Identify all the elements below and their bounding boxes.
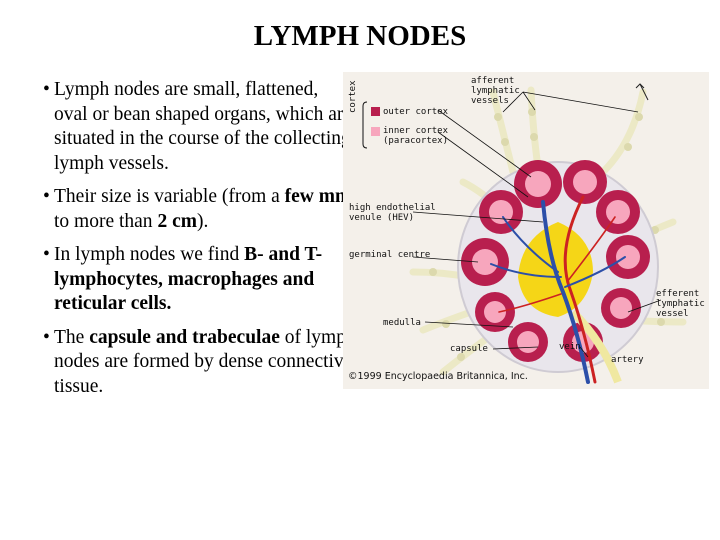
blood-vessels xyxy=(490,195,626,384)
bullet-bold-text: few mm xyxy=(284,186,352,207)
inner-cortex-label: inner cortex (paracortex) xyxy=(383,126,449,146)
bullet-text: ). xyxy=(196,210,209,232)
vessel-valves xyxy=(429,108,665,361)
bullet-item: •The capsule and trabeculae of lymph nod… xyxy=(43,326,356,400)
germinal-centre-label: germinal centre xyxy=(349,250,431,260)
bullet-text: In lymph nodes we find xyxy=(54,244,245,265)
afferent-vessels-label: afferent lymphatic vessels xyxy=(471,76,520,106)
bullet-bold-text: capsule and trabeculae xyxy=(89,326,280,348)
medulla-label: medulla xyxy=(383,318,421,328)
bullet-text: to more than xyxy=(54,210,158,232)
outer-cortex-label: outer cortex xyxy=(383,107,449,117)
bullet-dot: • xyxy=(43,186,50,207)
bullet-bold-text: 2 cm xyxy=(157,210,197,232)
bullet-list: •Lymph nodes are small, flattened, oval … xyxy=(43,78,356,408)
cortex-label: cortex xyxy=(348,80,358,113)
bullet-text: Lymph nodes are small, flattened, oval o… xyxy=(54,79,352,174)
orientation-arrow-icon xyxy=(635,83,649,101)
bullet-dot: • xyxy=(43,244,50,265)
bullet-text: Their size is variable (from a xyxy=(54,186,285,207)
lymph-node-illustration xyxy=(362,83,687,384)
efferent-vessel-label: efferent lymphatic vessel xyxy=(656,289,705,319)
inner-cortex-swatch xyxy=(371,127,380,136)
slide-title: LYMPH NODES xyxy=(253,20,467,52)
leader-lines xyxy=(412,91,662,358)
outer-cortex-swatch xyxy=(371,107,380,116)
bullet-item: •Their size is variable (from a few mm t… xyxy=(43,185,356,234)
bullet-text: of lymph nodes are formed by dense conne… xyxy=(54,326,356,397)
bullet-item: •Lymph nodes are small, flattened, oval … xyxy=(43,78,356,176)
artery-label: artery xyxy=(611,355,644,365)
vein-label: vein xyxy=(559,342,581,352)
bullet-dot: • xyxy=(43,326,50,348)
cortex-bracket xyxy=(362,101,368,149)
lymph-node-diagram: afferent lymphatic vessels cortex outer … xyxy=(343,72,709,389)
copyright-credit: ©1999 Encyclopaedia Britannica, Inc. xyxy=(348,371,528,382)
hev-label: high endothelial venule (HEV) xyxy=(349,203,436,223)
capsule-label: capsule xyxy=(450,344,488,354)
bullet-text: The xyxy=(54,326,90,348)
bullet-item: •In lymph nodes we find B- and T-lymphoc… xyxy=(43,243,356,317)
bullet-bold-text: B- and T-lymphocytes, macrophages and re… xyxy=(54,244,323,314)
bullet-dot: • xyxy=(43,79,50,100)
